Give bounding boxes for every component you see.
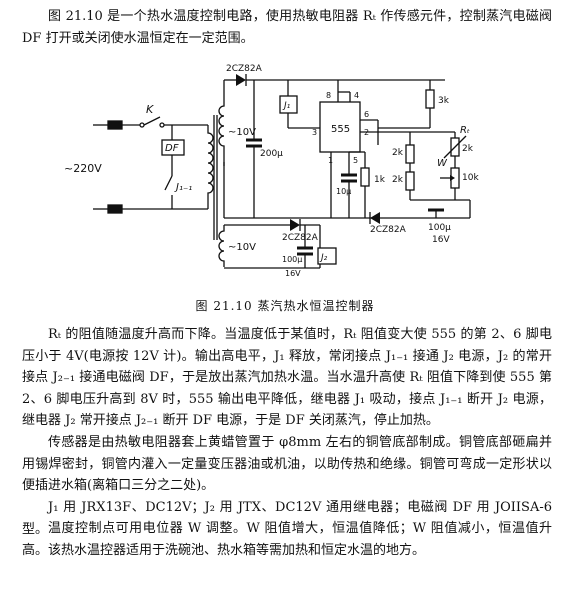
pin4-label: 4: [354, 91, 359, 100]
cap-right-label: 100μ: [428, 223, 451, 233]
mains-input: ~220V: [64, 120, 208, 214]
r3k-label: 3k: [438, 96, 450, 106]
pin5-label: 5: [353, 156, 358, 165]
body-paragraph-2: 传感器是由热敏电阻器套上黄蜡管置于 φ8mm 左右的铜管底部制成。铜管底部砸扁并…: [22, 435, 552, 493]
resistor-1k: 1k: [349, 151, 386, 218]
top-supply: 2CZ82A 200μ: [223, 64, 445, 218]
circuit-diagram: ~220V K DF J₁₋₁ ~10V ~10V 2CZ82: [64, 64, 479, 278]
diode-top-label: 2CZ82A: [226, 64, 263, 74]
ic-555: 555 8 4 3 6 2 1 5 10μ: [312, 80, 411, 218]
body-paragraph-5: 该热水温控器适用于洗碗池、热水箱等需加热和恒定水温的地方。: [48, 543, 426, 558]
lower-circuit: 2CZ82A 100μ 16V J₂: [224, 219, 337, 278]
body-paragraph-3: J₁ 用 JRX13F、DC12V；J₂ 用 JTX、DC12V 通用继电器；电…: [22, 500, 552, 537]
cap-right-v-label: 16V: [432, 235, 450, 245]
valve-df: DF J₁₋₁: [161, 125, 192, 209]
relay-j1: J₁: [279, 80, 320, 129]
relay1-label: J₁: [282, 101, 291, 111]
switch-k: K: [139, 103, 208, 128]
resistor-3k: 3k: [378, 80, 450, 129]
pot-label: W: [437, 158, 448, 169]
cap-top-label: 200μ: [260, 149, 283, 159]
rt-val-label: 2k: [462, 144, 474, 154]
r2k-a-label: 2k: [392, 148, 404, 158]
pot-val-label: 10k: [462, 173, 479, 183]
mains-label: ~220V: [64, 162, 102, 175]
figure-caption: 图 21.10 蒸汽热水恒温控制器: [195, 299, 375, 313]
cap-bottom-v-label: 16V: [285, 269, 301, 278]
rt-label: Rₜ: [460, 125, 470, 136]
cap-10u-label: 10μ: [336, 187, 351, 196]
pin3-label: 3: [312, 128, 317, 137]
body-paragraph-4: 温度控制点可用电位器 W 调整。W 阻值增大，恒温值降低；W 阻值减小，恒温值升…: [22, 521, 552, 558]
relay2-label: J₂: [319, 253, 328, 263]
diode-mid-right-label: 2CZ82A: [370, 225, 407, 235]
sec2-label: ~10V: [228, 242, 256, 253]
pin6-label: 6: [364, 110, 369, 119]
contact-label: J₁₋₁: [174, 182, 192, 193]
ic-label: 555: [331, 124, 350, 135]
bottom-rail: 2CZ82A 100μ 16V: [224, 208, 470, 245]
diode-mid-left-label: 2CZ82A: [282, 233, 319, 243]
transformer: ~10V ~10V: [207, 100, 256, 267]
valve-label: DF: [165, 143, 179, 154]
pin8-label: 8: [326, 91, 331, 100]
divider-network: 2k 2k Rₜ 2k W 10k: [392, 125, 479, 218]
switch-label: K: [146, 103, 154, 116]
r1k-label: 1k: [374, 175, 386, 185]
sec1-label: ~10V: [228, 127, 256, 138]
intro-paragraph: 图 21.10 是一个热水温度控制电路，使用热敏电阻器 Rₜ 作传感元件，控制蒸…: [22, 9, 552, 46]
cap-bottom-label: 100μ: [282, 255, 302, 264]
r2k-b-label: 2k: [392, 175, 404, 185]
body-paragraph-1: Rₜ 的阻值随温度升高而下降。当温度低于某值时，Rₜ 阻值变大使 555 的第 …: [22, 327, 552, 428]
